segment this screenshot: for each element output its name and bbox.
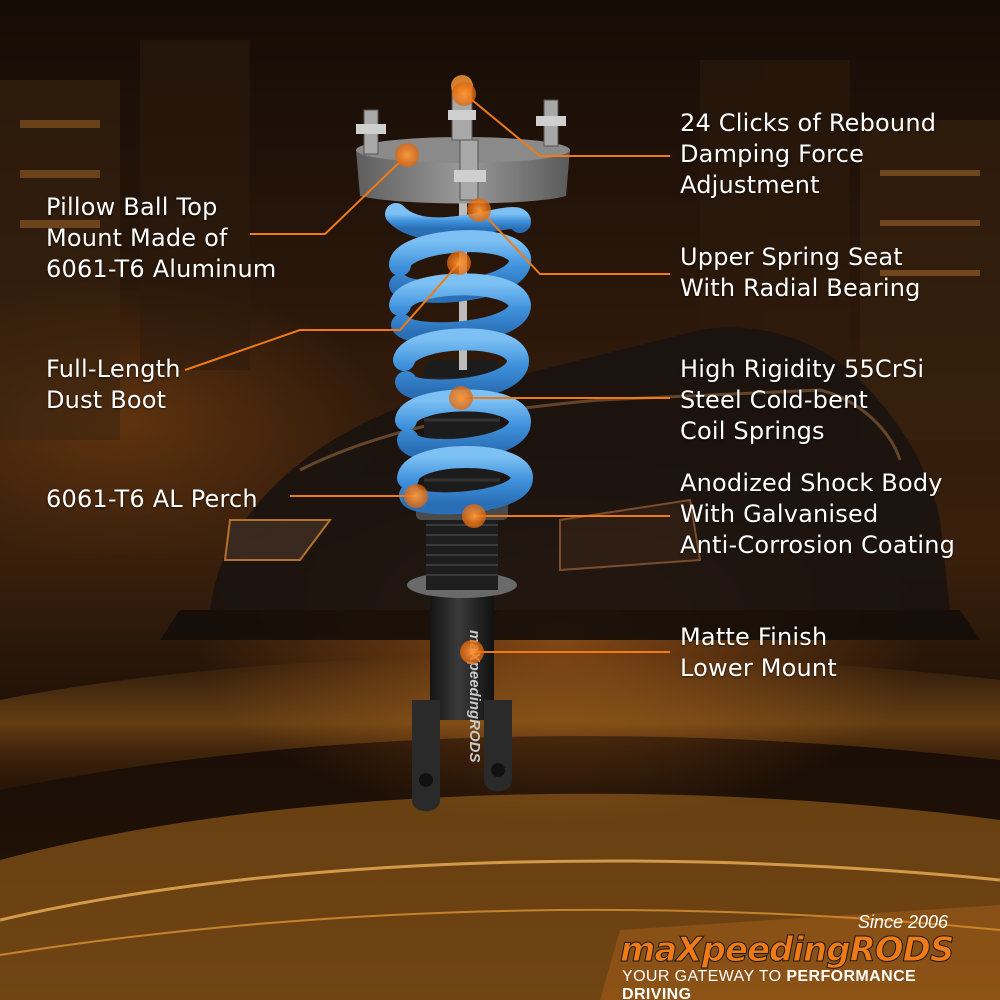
dot-coil-springs <box>449 386 473 410</box>
callout-dust-boot: Full-Length Dust Boot <box>46 355 181 414</box>
leader-pillow-ball-mount <box>250 155 407 235</box>
callout-pillow-ball-mount: Pillow Ball Top Mount Made of 6061-T6 Al… <box>46 193 277 283</box>
lower-fork-right <box>484 700 512 792</box>
threaded-shock-body <box>426 515 498 590</box>
car-silhouette <box>160 327 980 640</box>
dot-al-perch <box>404 484 428 508</box>
leader-upper-spring-seat <box>479 209 670 275</box>
brand-tagline-plain: YOUR GATEWAY TO <box>622 968 787 985</box>
brand-since: Since 2006 <box>857 912 948 932</box>
brand-tagline-bold: PERFORMANCE DRIVING <box>622 968 917 1000</box>
callout-rebound-adjustment: 24 Clicks of Rebound Damping Force Adjus… <box>680 109 937 199</box>
callout-leader-lines <box>184 94 670 653</box>
brand-tagline: YOUR GATEWAY TO PERFORMANCE DRIVING <box>622 968 960 1000</box>
lower-fork-left <box>412 700 440 812</box>
dot-pillow-ball-mount <box>395 143 419 167</box>
dot-rebound-adjustment <box>452 82 476 106</box>
dot-dust-boot <box>447 251 471 275</box>
brand-logo: maXpeedingRODS <box>619 930 954 971</box>
brand-block: Since 2006 maXpeedingRODS YOUR GATEWAY T… <box>619 912 960 1000</box>
dot-lower-mount <box>460 640 484 664</box>
dot-shock-body <box>462 504 486 528</box>
callout-coil-springs: High Rigidity 55CrSi Steel Cold-bent Coi… <box>680 355 925 445</box>
leader-dust-boot <box>184 261 461 371</box>
leader-rebound-adjustment <box>465 94 670 157</box>
callout-al-perch: 6061-T6 AL Perch <box>46 485 258 513</box>
coil-spring <box>385 203 534 515</box>
dot-upper-spring-seat <box>467 198 491 222</box>
callout-upper-spring-seat: Upper Spring Seat With Radial Bearing <box>680 243 921 302</box>
callout-dots <box>395 82 491 664</box>
callout-lower-mount: Matte Finish Lower Mount <box>680 623 837 682</box>
callout-shock-body: Anodized Shock Body With Galvanised Anti… <box>680 469 956 559</box>
city-skyline <box>0 40 1000 440</box>
